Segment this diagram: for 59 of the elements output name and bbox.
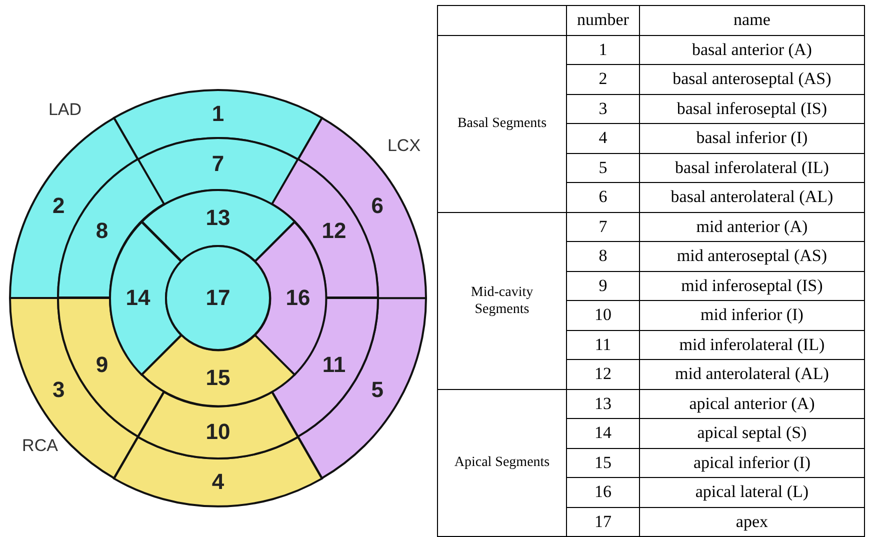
table-cell: apical inferior (I) — [639, 448, 864, 478]
table-cell: name — [639, 6, 864, 35]
table-cell: 3 — [566, 94, 640, 124]
table-cell: apical anterior (A) — [639, 389, 864, 418]
table-cell: basal inferior (I) — [639, 124, 864, 153]
table-cell: Mid-cavity Segments — [438, 212, 566, 389]
table-cell: apical lateral (L) — [639, 478, 864, 507]
table-cell: 4 — [566, 124, 640, 153]
table-cell: Basal Segments — [438, 35, 566, 212]
artery-label: RCA — [22, 436, 58, 456]
table-cell: basal anteroseptal (AS) — [639, 64, 864, 94]
table-cell: mid inferolateral (IL) — [639, 330, 864, 360]
segment-number: 13 — [206, 207, 230, 229]
table-cell: 13 — [566, 389, 640, 418]
segment-number: 11 — [322, 354, 346, 376]
segment-number: 14 — [126, 286, 150, 309]
table-cell: basal anterolateral (AL) — [639, 182, 864, 212]
table-cell: 14 — [566, 418, 640, 448]
segment-number: 8 — [96, 220, 108, 242]
table-cell: 8 — [566, 242, 640, 271]
segment-number: 6 — [371, 194, 384, 217]
table-cell: basal inferoseptal (IS) — [639, 94, 864, 124]
table-cell: 15 — [566, 448, 640, 478]
table-cell: 16 — [566, 478, 640, 507]
table-cell: apical septal (S) — [639, 418, 864, 448]
segment-number: 10 — [206, 420, 230, 443]
table-cell: number — [566, 6, 640, 35]
segment-number: 12 — [322, 220, 346, 242]
artery-label: LCX — [387, 136, 421, 156]
segment-number: 3 — [52, 379, 65, 401]
table-cell: apex — [639, 507, 864, 536]
segment-number: 7 — [212, 153, 224, 175]
table-cell: 2 — [566, 64, 640, 94]
table-cell: 12 — [566, 360, 640, 389]
table-cell: basal inferolateral (IL) — [639, 153, 864, 182]
artery-label: LAD — [48, 100, 82, 120]
segment-number: 1 — [212, 103, 224, 125]
table-cell: 7 — [566, 212, 640, 242]
table-cell: mid anterior (A) — [639, 212, 864, 242]
segment-number: 16 — [286, 286, 310, 309]
table-cell: mid anterolateral (AL) — [639, 360, 864, 389]
table-cell: 11 — [566, 330, 640, 360]
segment-number: 4 — [212, 470, 224, 493]
table-cell: mid inferior (I) — [639, 300, 864, 330]
table-cell: 17 — [566, 507, 640, 536]
table-cell: 9 — [566, 271, 640, 300]
table-cell: 1 — [566, 35, 640, 64]
segment-number: 17 — [206, 287, 230, 309]
table-cell: 6 — [566, 182, 640, 212]
table-cell: mid inferoseptal (IS) — [639, 271, 864, 300]
table-cell: 5 — [566, 153, 640, 182]
table-cell: Apical Segments — [438, 389, 566, 536]
segment-number: 9 — [96, 354, 108, 376]
table-cell: 10 — [566, 300, 640, 330]
table-cell: basal anterior (A) — [639, 35, 864, 64]
segment-number: 15 — [206, 366, 230, 389]
table-cell: mid anteroseptal (AS) — [639, 242, 864, 271]
segment-number: 2 — [52, 194, 65, 217]
segment-number: 5 — [371, 379, 384, 401]
